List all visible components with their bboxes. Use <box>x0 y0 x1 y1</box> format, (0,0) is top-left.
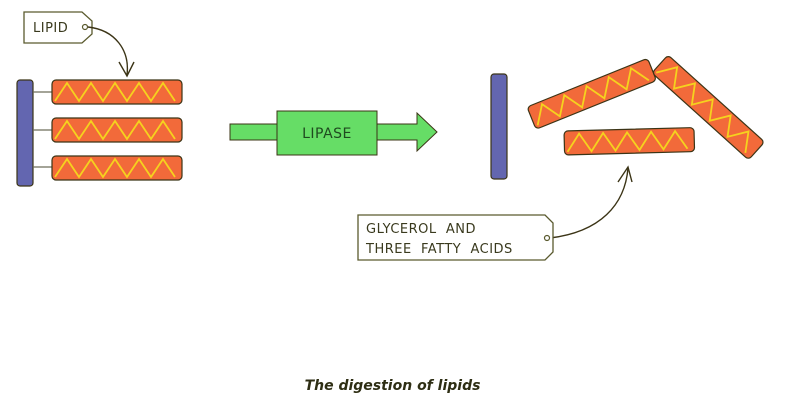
arrow-shaft <box>229 123 281 141</box>
products-label-line1: GLYCEROL AND <box>366 222 476 237</box>
glycerol-backbone <box>16 79 34 187</box>
fatty-acid-chain <box>51 155 183 181</box>
arrow-head-icon <box>375 111 438 153</box>
free-fatty-acid <box>652 56 764 159</box>
lipid-pointer-arrow <box>87 26 135 78</box>
tag-hole-icon <box>81 23 89 31</box>
hydrocarbon-zigzag <box>566 129 689 153</box>
products-label-tag: GLYCEROL AND THREE FATTY ACIDS <box>357 214 554 261</box>
hydrocarbon-zigzag <box>54 119 176 141</box>
hydrocarbon-zigzag <box>655 66 750 154</box>
products-label-line2: THREE FATTY ACIDS <box>365 242 513 257</box>
intact-lipid <box>16 79 183 187</box>
tag-hole-icon <box>543 234 551 242</box>
hydrocarbon-zigzag <box>54 81 176 103</box>
fatty-acid-body <box>527 58 656 129</box>
fatty-acid-chain <box>51 79 183 105</box>
hydrocarbon-zigzag <box>54 157 176 179</box>
lipid-label-tag: LIPID <box>23 11 93 44</box>
lipid-label: LIPID <box>33 21 68 36</box>
free-fatty-acid <box>563 127 696 156</box>
lipase-label: LIPASE <box>302 126 352 142</box>
lipase-enzyme-arrow: LIPASE <box>229 110 438 156</box>
fatty-acid-body <box>652 56 764 159</box>
products-pointer-arrow <box>549 165 633 239</box>
figure-caption: The digestion of lipids <box>304 378 481 394</box>
hydrocarbon-zigzag <box>536 66 650 126</box>
digestion-products <box>490 56 764 180</box>
lipase-box <box>276 110 378 156</box>
free-fatty-acid <box>527 58 656 129</box>
free-glycerol <box>490 73 508 180</box>
fatty-acid-chain <box>51 117 183 143</box>
